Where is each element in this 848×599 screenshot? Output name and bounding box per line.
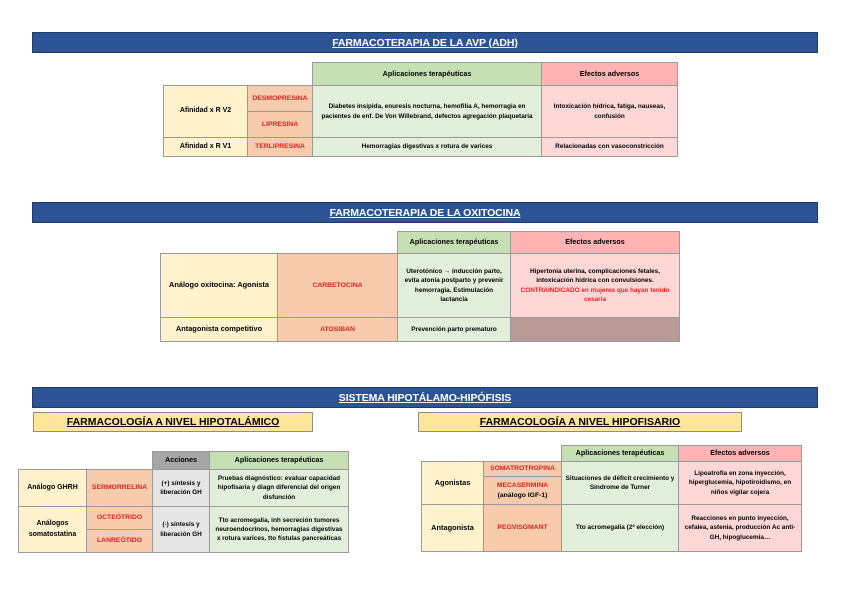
oxytocin-section-banner: FARMACOTERAPIA DE LA OXITOCINA [32, 202, 818, 223]
empty-cell [19, 452, 87, 470]
drug-cell: CARBETOCINA [277, 253, 398, 318]
adverse-effects-header: Efectos adversos [541, 62, 678, 86]
adverse-effects-cell: Hipertonía uterina, complicaciones fetal… [510, 253, 680, 318]
adverse-effects-cell-empty [510, 317, 680, 342]
applications-cell: Tto acromegalia (2ª elección) [561, 504, 679, 552]
hypothalamic-pituitary-banner: SISTEMA HIPOTÁLAMO-HIPÓFISIS [32, 387, 818, 408]
drug-note: (análogo IGF-1) [497, 491, 548, 499]
hypothalamic-pituitary-title: SISTEMA HIPOTÁLAMO-HIPÓFISIS [338, 391, 512, 404]
applications-cell: Tto acromegalia, inh secreción tumores n… [209, 506, 349, 553]
category-cell: Análogos somatostatina [18, 506, 87, 553]
empty-cell [484, 446, 562, 462]
contraindication-warning: CONTRAINDICADO en mujeres que hayan teni… [520, 286, 670, 303]
empty-cell [422, 446, 484, 462]
applications-header: Aplicaciones terapéuticas [209, 451, 349, 470]
drug-name: MECASERMINA [496, 481, 549, 489]
category-cell: Afinidad x R V2 [163, 85, 248, 138]
category-cell: Agonistas [421, 461, 484, 505]
avp-section-banner: FARMACOTERAPIA DE LA AVP (ADH) [32, 32, 818, 53]
adverse-effects-cell: Intoxicación hídrica, fatiga, nauseas, c… [541, 85, 678, 138]
adverse-effects-header: Efectos adversos [678, 445, 802, 462]
category-cell: Análogo oxitocina: Agonista [160, 253, 278, 318]
drug-cell: LANREÓTIDO [86, 529, 153, 553]
applications-cell: Uterotónico → inducción parto, evita ato… [397, 253, 511, 318]
drug-cell: OCTEÓTRIDO [86, 506, 153, 530]
hypothalamic-table: Acciones Aplicaciones terapéuticas Análo… [18, 451, 349, 553]
adverse-effects-cell: Lipoatrofia en zona inyección, hipergluc… [678, 461, 802, 505]
empty-cell [87, 452, 153, 470]
applications-cell: Prevención parto prematuro [397, 317, 511, 342]
applications-cell: Diabetes insípida, enuresis nocturna, he… [312, 85, 542, 138]
drug-cell: MECASERMINA (análogo IGF-1) [483, 476, 562, 505]
hypothalamic-subbanner: FARMACOLOGÍA A NIVEL HIPOTALÁMICO [33, 412, 313, 432]
adverse-effects-cell: Reacciones en punto inyección, cefalea, … [678, 504, 802, 552]
actions-cell: (+) síntesis y liberación GH [152, 469, 210, 507]
pituitary-subtitle: FARMACOLOGÍA A NIVEL HIPOFISARIO [479, 416, 681, 428]
actions-cell: (-) síntesis y liberación GH [152, 506, 210, 553]
actions-header: Acciones [152, 451, 210, 470]
empty-cell [248, 63, 313, 86]
drug-cell: LIPRESINA [247, 111, 313, 138]
hypothalamic-subtitle: FARMACOLOGÍA A NIVEL HIPOTALÁMICO [66, 416, 280, 428]
pituitary-subbanner: FARMACOLOGÍA A NIVEL HIPOFISARIO [418, 412, 742, 432]
oxytocin-section-title: FARMACOTERAPIA DE LA OXITOCINA [329, 206, 521, 219]
applications-header: Aplicaciones terapéuticas [312, 62, 542, 86]
category-cell: Antagonista competitivo [160, 317, 278, 342]
empty-cell [161, 232, 278, 254]
drug-cell: SOMATROTROPINA [483, 461, 562, 477]
adverse-effects-cell: Relacionadas con vasoconstricción [541, 137, 678, 157]
drug-cell: SERMORRELINA [86, 469, 153, 507]
category-cell: Análogo GHRH [18, 469, 87, 507]
drug-cell: DESMOPRESINA [247, 85, 313, 112]
drug-cell: PEGVISOMANT [483, 504, 562, 552]
applications-cell: Situaciones de déficit crecimiento y Sín… [561, 461, 679, 505]
empty-cell [278, 232, 398, 254]
avp-section-title: FARMACOTERAPIA DE LA AVP (ADH) [332, 36, 518, 49]
adverse-effects-header: Efectos adversos [510, 231, 680, 254]
applications-cell: Pruebas diagnóstico: evaluar capacidad h… [209, 469, 349, 507]
category-cell: Antagonista [421, 504, 484, 552]
drug-cell: ATOSIBAN [277, 317, 398, 342]
oxytocin-table: Aplicaciones terapéuticas Efectos advers… [160, 231, 680, 342]
pituitary-table: Aplicaciones terapéuticas Efectos advers… [421, 445, 802, 552]
drug-cell: TERLIPRESINA [247, 137, 313, 157]
adverse-effects-text: Hipertonía uterina, complicaciones fetal… [530, 267, 660, 285]
category-cell: Afinidad x R V1 [163, 137, 248, 157]
empty-cell [164, 63, 248, 86]
applications-header: Aplicaciones terapéuticas [397, 231, 511, 254]
avp-table: Aplicaciones terapéuticas Efectos advers… [163, 62, 678, 157]
applications-cell: Hemorragias digestivas x rotura de varic… [312, 137, 542, 157]
applications-header: Aplicaciones terapéuticas [561, 445, 679, 462]
